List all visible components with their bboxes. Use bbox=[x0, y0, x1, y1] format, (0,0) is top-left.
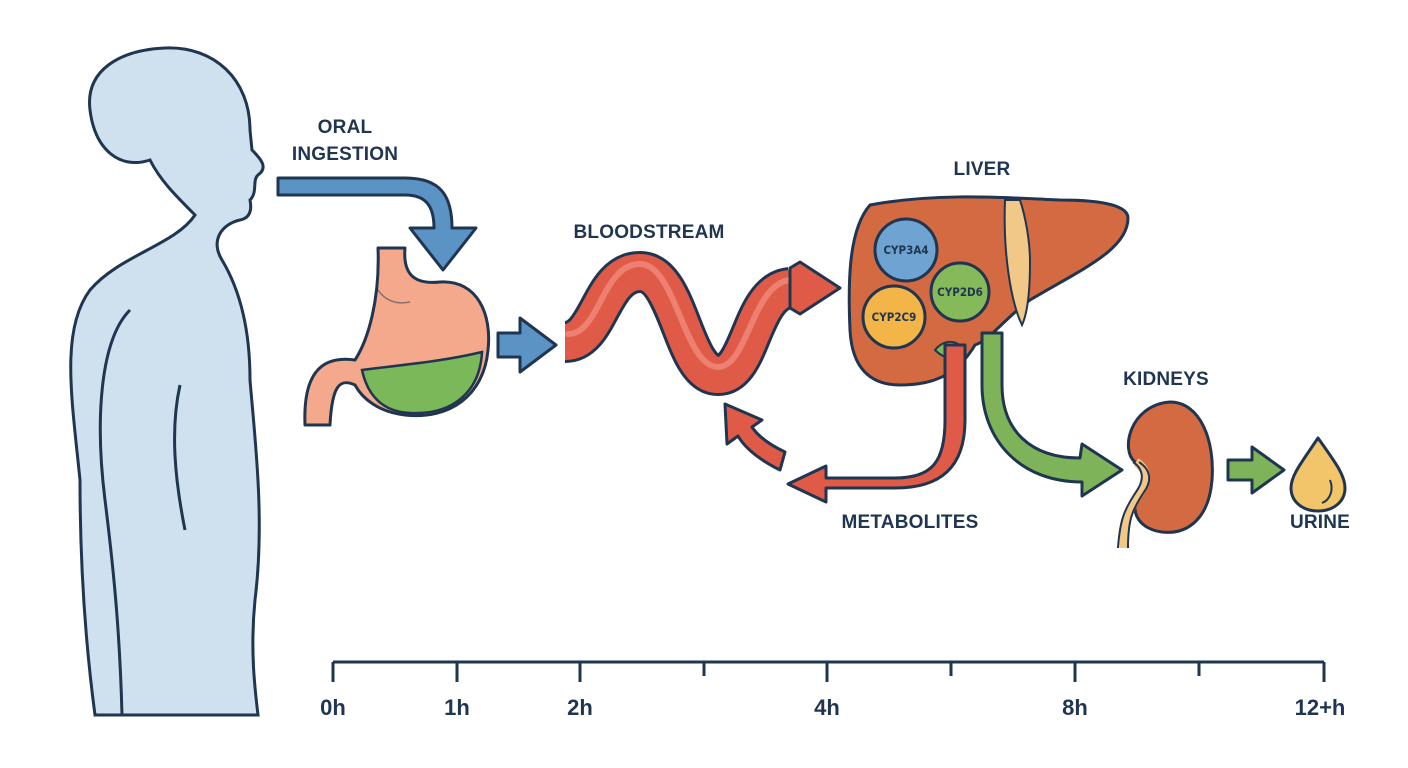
bloodstream-label: BLOODSTREAM bbox=[573, 222, 724, 243]
metabolites-label: METABOLITES bbox=[842, 512, 979, 533]
cyp2c9-circle bbox=[861, 284, 927, 350]
tick-label-0h: 0h bbox=[320, 695, 346, 720]
urine-arrow bbox=[1226, 445, 1286, 495]
stomach bbox=[303, 246, 491, 427]
tick-label-4h: 4h bbox=[814, 695, 840, 720]
absorption-arrow bbox=[496, 316, 558, 374]
human-silhouette bbox=[69, 46, 265, 717]
ingestion-label: INGESTION bbox=[292, 144, 398, 165]
tick-label-12h: 12+h bbox=[1295, 695, 1346, 720]
back-outline bbox=[173, 384, 187, 531]
urine-label: URINE bbox=[1290, 512, 1350, 533]
cyp2d6-circle bbox=[929, 261, 991, 323]
bloodstream-vessel bbox=[561, 250, 842, 397]
tick-label-8h: 8h bbox=[1062, 695, 1088, 720]
kidney bbox=[1117, 400, 1214, 549]
tick-label-2h: 2h bbox=[567, 695, 593, 720]
tick-label-1h: 1h bbox=[444, 695, 470, 720]
cyp2d6-label: CYP2D6 bbox=[937, 285, 983, 299]
timeline-axis bbox=[331, 660, 1326, 682]
oral-label: ORAL bbox=[318, 117, 373, 138]
cyp3a4-circle bbox=[873, 217, 939, 283]
cyp2c9-label: CYP2C9 bbox=[872, 310, 917, 324]
liver-label: LIVER bbox=[954, 159, 1011, 180]
kidneys-label: KIDNEYS bbox=[1123, 369, 1209, 390]
excretion-arrow bbox=[980, 331, 1124, 498]
recirculation-arrow bbox=[723, 402, 787, 472]
ingestion-arrow bbox=[276, 176, 478, 272]
urine-drop-icon bbox=[1289, 436, 1347, 513]
metabolites-arrow bbox=[786, 343, 967, 504]
arm-outline bbox=[98, 308, 132, 716]
cyp3a4-label: CYP3A4 bbox=[883, 243, 928, 257]
